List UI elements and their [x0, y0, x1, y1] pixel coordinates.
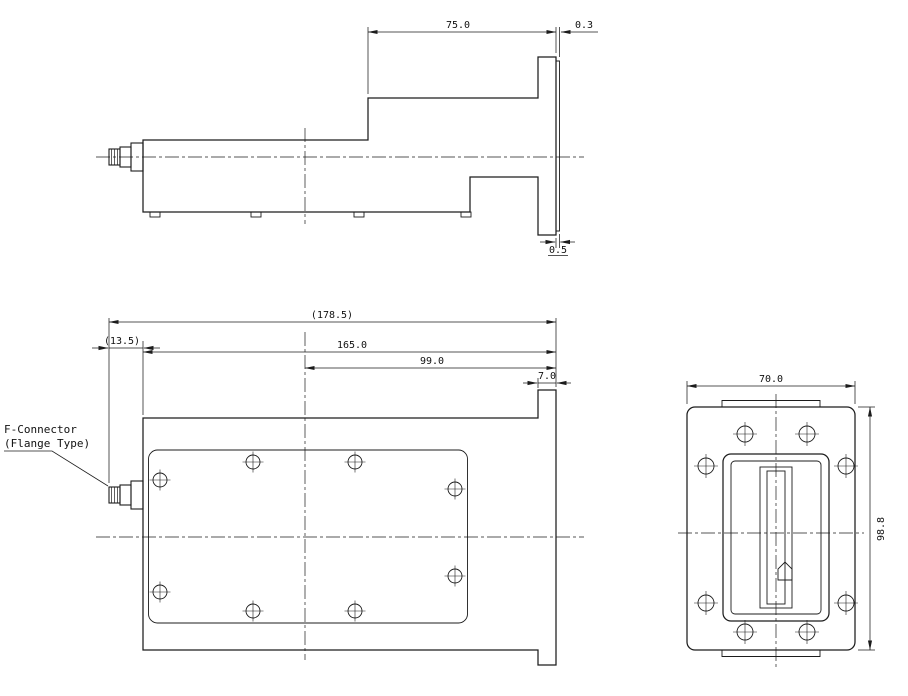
dimension-7: 7.0 [523, 371, 571, 388]
cover-lid [148, 449, 468, 624]
dimension-75: 75.0 [367, 20, 557, 94]
bolt-hole [693, 590, 719, 616]
screw-hole [149, 469, 171, 491]
dim-0-5-label: 0.5 [549, 245, 567, 256]
flange-bottom-tab [721, 650, 821, 657]
screw-holes-plan [149, 451, 466, 622]
flange-top-tab [721, 400, 821, 407]
mounting-feet [149, 211, 472, 218]
dim-0-3-label: 0.3 [575, 20, 593, 31]
probe-marker [777, 561, 793, 581]
dimension-165: 165.0 [142, 340, 557, 355]
flange-outline [686, 406, 856, 651]
dimension-13-5: (13.5) [92, 336, 160, 415]
bolt-hole [732, 619, 758, 645]
f-connector-label-line1: F-Connector [4, 423, 77, 436]
dim-178-5-label: (178.5) [311, 310, 353, 321]
dim-165-label: 165.0 [337, 340, 367, 351]
dim-70-label: 70.0 [759, 374, 783, 385]
housing-outline-plan [142, 389, 557, 666]
side-view: 75.0 0.3 0.5 [96, 20, 598, 256]
dimension-0-5: 0.5 [540, 234, 575, 256]
dim-98-8-label: 98.8 [876, 517, 887, 541]
dimension-70: 70.0 [686, 374, 856, 404]
dimension-0-3: 0.3 [559, 20, 598, 57]
waveguide-boss-inner [730, 460, 822, 615]
screw-hole [344, 451, 366, 473]
screw-hole [149, 581, 171, 603]
plan-view: (178.5) (13.5) 165.0 99.0 7.0 F-Connecto… [4, 310, 584, 666]
dimension-99: 99.0 [304, 356, 557, 371]
dim-99-label: 99.0 [420, 356, 444, 367]
bolt-hole [794, 619, 820, 645]
flange-view: 70.0 98.8 [678, 374, 887, 668]
f-connector-label-line2: (Flange Type) [4, 437, 90, 450]
callout-leader-line [4, 450, 109, 487]
waveguide-slot-inner [766, 470, 786, 605]
dim-13-5-label: (13.5) [104, 336, 140, 347]
dimension-98-8: 98.8 [858, 406, 887, 651]
screw-hole [344, 600, 366, 622]
bolt-hole [794, 421, 820, 447]
screw-hole [242, 600, 264, 622]
f-connector-callout: F-Connector (Flange Type) [4, 423, 109, 487]
screw-hole [242, 451, 264, 473]
waveguide-slot [759, 466, 793, 609]
waveguide-boss [722, 453, 830, 622]
dim-7-label: 7.0 [538, 371, 556, 382]
f-connector-plan [108, 480, 144, 510]
screw-hole [444, 565, 466, 587]
bolt-hole [732, 421, 758, 447]
flange-lip-side [556, 60, 560, 232]
bolt-hole [693, 453, 719, 479]
housing-outline-side [142, 56, 557, 236]
screw-hole [444, 478, 466, 500]
dimension-178-5: (178.5) [108, 310, 557, 483]
dim-75-label: 75.0 [446, 20, 470, 31]
